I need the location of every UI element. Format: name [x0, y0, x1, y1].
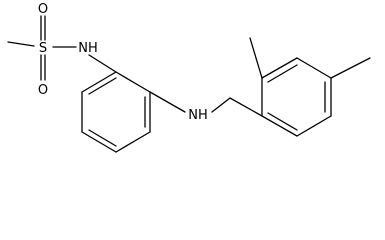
atom-sulfonamide-nh: NH [78, 41, 98, 56]
atom-amine-nh: NH [188, 108, 208, 123]
ring2-bond-5 [296, 115, 332, 137]
ring1-bond-3 [115, 131, 151, 153]
bond-methyl-para [330, 57, 371, 79]
bond-amine-methylene [211, 97, 231, 113]
ring1-double-2 [88, 129, 117, 147]
ring1-bond-1 [115, 71, 151, 93]
ring2-double-1 [267, 64, 298, 83]
bond-methyl-ortho [249, 37, 263, 79]
structure-canvas: S O O NH NH [7, 2, 371, 153]
bond-methylene-ring [229, 97, 263, 117]
ring1-double-3 [88, 77, 117, 95]
bond-methyl-sulfur [7, 41, 35, 47]
ring2-double-3 [267, 112, 298, 131]
molecule-structure: S O O NH NH [7, 2, 371, 153]
ring1-bond-4 [81, 131, 117, 153]
atom-sulfur: S [39, 41, 47, 56]
ring2-bond-6 [261, 115, 298, 137]
atom-oxygen-bottom: O [38, 83, 48, 98]
atom-oxygen-top: O [38, 2, 48, 17]
ring2-bond-2 [261, 57, 298, 79]
ring2-bond-3 [296, 57, 332, 79]
bond-ring-amine [149, 91, 186, 113]
ring1-bond-6 [81, 71, 117, 93]
bond-nitrogen-ring [88, 54, 117, 73]
